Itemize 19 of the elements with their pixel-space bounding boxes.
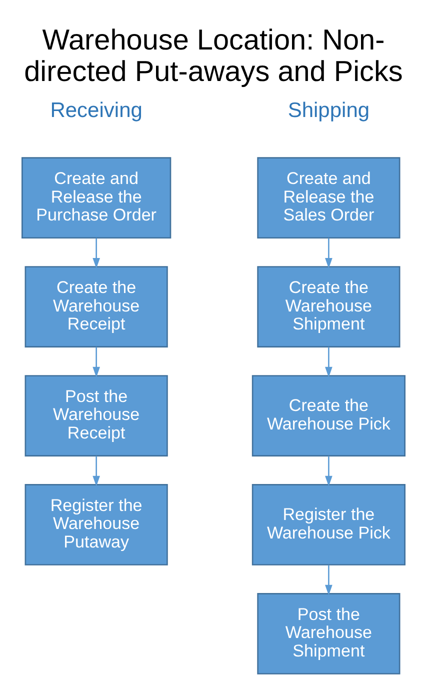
node-box: Post the Warehouse Shipment bbox=[257, 592, 400, 674]
node-box: Register the Warehouse Pick bbox=[252, 484, 406, 565]
node-box: Create and Release the Sales Order bbox=[257, 156, 400, 238]
node-box: Create the Warehouse Receipt bbox=[24, 266, 168, 347]
arrow bbox=[325, 564, 332, 595]
arrow bbox=[92, 456, 100, 486]
arrow bbox=[325, 238, 332, 268]
node-box: Create the Warehouse Pick bbox=[252, 374, 406, 456]
node-box: Post the Warehouse Receipt bbox=[24, 374, 168, 456]
arrow bbox=[325, 456, 332, 486]
node-box: Create and Release the Purchase Order bbox=[22, 156, 172, 238]
arrow bbox=[325, 346, 332, 377]
node-box: Create the Warehouse Shipment bbox=[257, 266, 400, 347]
label: Receiving bbox=[50, 98, 142, 122]
arrow bbox=[92, 346, 100, 377]
arrow bbox=[92, 238, 100, 268]
node-box: Register the Warehouse Putaway bbox=[24, 484, 168, 565]
diagram-title: Warehouse Location: Non-directed Put-aways and Picks bbox=[24, 24, 403, 88]
label: Shipping bbox=[288, 98, 370, 122]
